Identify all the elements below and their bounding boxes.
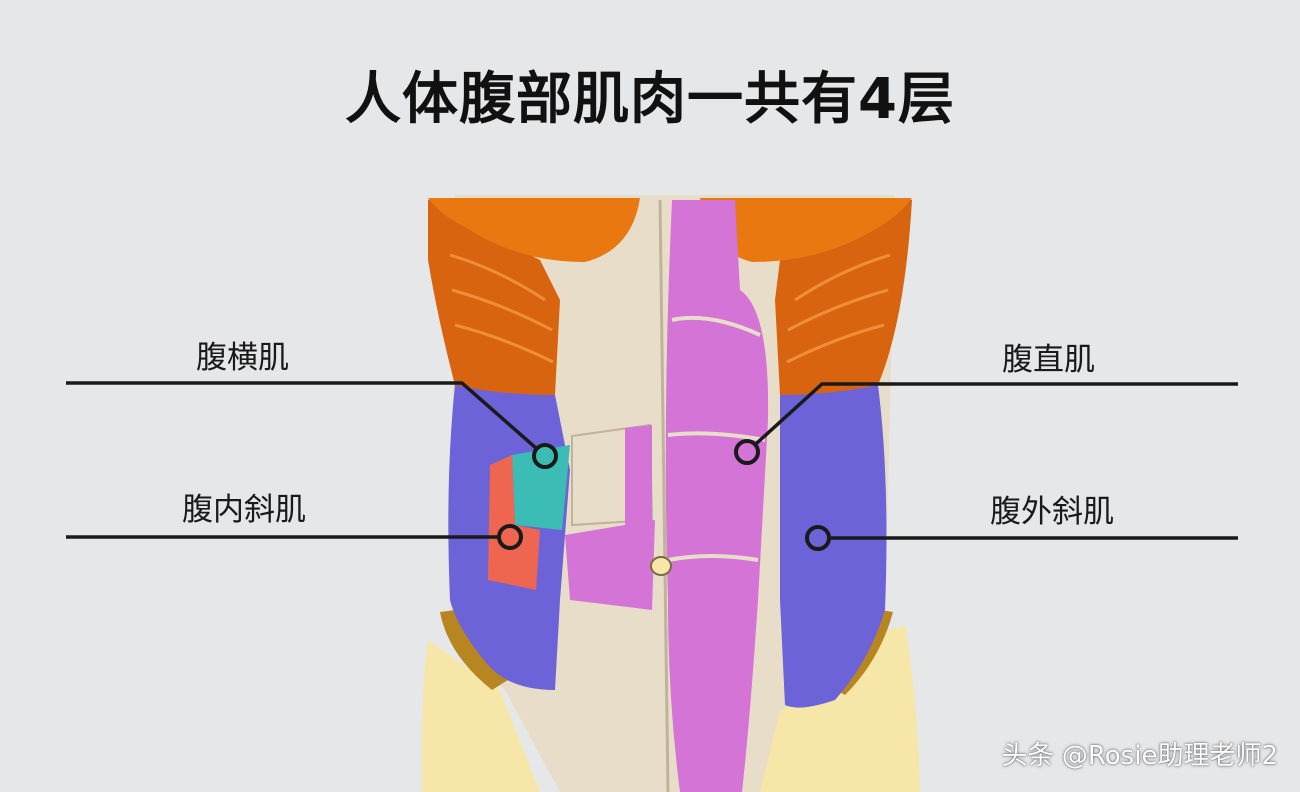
rectus-left-band (625, 425, 652, 530)
leader-line-transversus (66, 381, 547, 458)
external-oblique-right (780, 385, 887, 708)
transversus-abdominis (512, 445, 570, 530)
inguinal-band-left (440, 610, 508, 690)
leader-line-rectus (745, 382, 1238, 454)
watermark: 头条 @Rosie助理老师2 (1001, 741, 1278, 771)
marker-rectus (734, 439, 760, 465)
skin-region (421, 625, 920, 792)
rectus-right (665, 200, 769, 792)
label-rectus: 腹直肌 (1002, 342, 1095, 378)
pectoral-right (700, 198, 912, 262)
marker-internal-oblique (497, 524, 523, 550)
pectoral-left (428, 198, 640, 262)
linea-alba (658, 199, 670, 792)
internal-oblique (488, 455, 540, 590)
marker-transversus (532, 443, 558, 469)
label-external-oblique: 腹外斜肌 (990, 494, 1114, 530)
navel (650, 556, 672, 576)
marker-external-oblique (805, 525, 831, 551)
label-internal-oblique: 腹内斜肌 (182, 492, 306, 528)
serratus-left (428, 200, 560, 395)
diagram-title: 人体腹部肌肉一共有4层 (345, 67, 955, 132)
rectus-left-lower (565, 520, 655, 610)
label-transversus: 腹横肌 (196, 340, 289, 376)
